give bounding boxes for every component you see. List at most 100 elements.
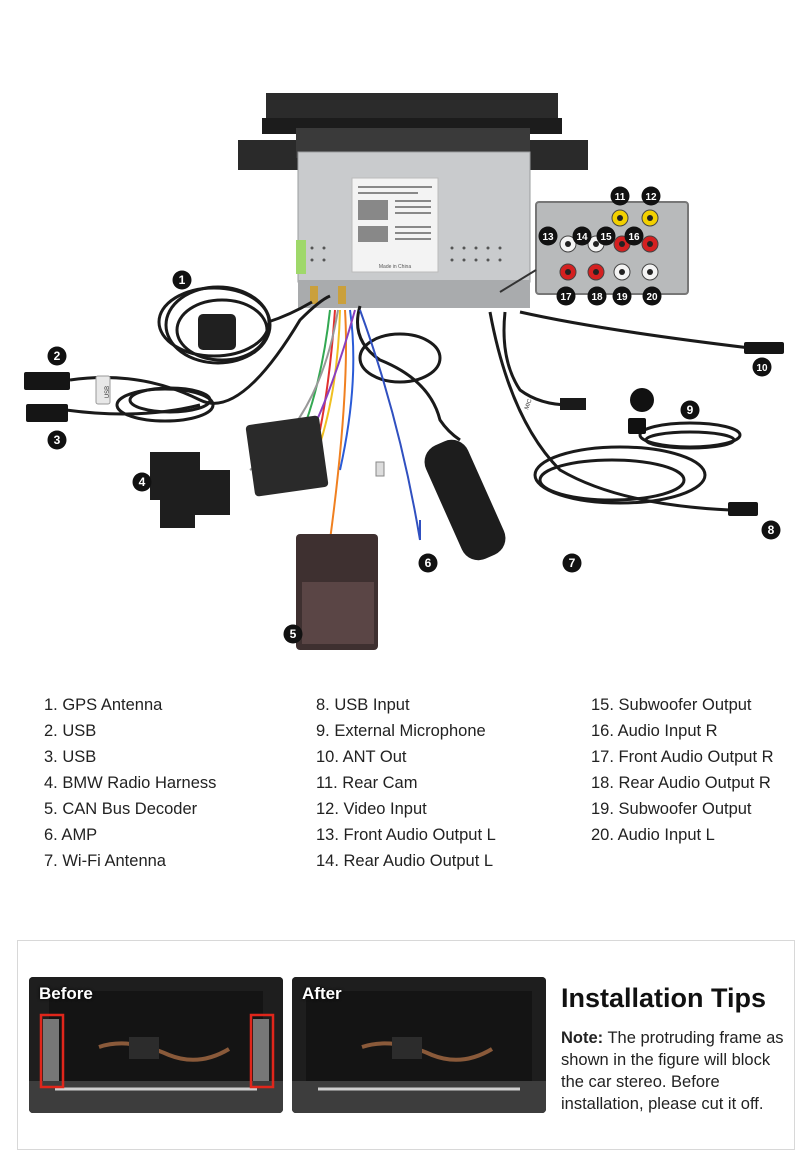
callout-number: 2	[54, 349, 61, 363]
tips-note: Note: The protruding frame as shown in t…	[561, 1027, 789, 1115]
callout-marker	[642, 286, 662, 306]
usb-plugs: USB	[24, 372, 111, 422]
rca-jack-center	[647, 269, 653, 275]
legend-item: 10. ANT Out	[316, 748, 407, 766]
tips-title: Installation Tips	[561, 983, 767, 1013]
rca-jacks	[559, 209, 659, 281]
legend-item: 6. AMP	[44, 826, 98, 844]
callout-marker	[587, 286, 607, 306]
callout-number: 5	[290, 627, 297, 641]
legend-item: 4. BMW Radio Harness	[44, 774, 217, 792]
callout-marker	[556, 286, 576, 306]
callout-marker	[283, 624, 303, 644]
bmw-radio-harness	[150, 415, 329, 528]
callout-marker	[612, 286, 632, 306]
legend-item: 3. USB	[44, 748, 97, 766]
callout-marker	[172, 270, 192, 290]
callout-number: 10	[756, 363, 768, 374]
callout-number: 11	[615, 192, 626, 203]
rca-jack-center	[565, 241, 571, 247]
rca-jack-center	[619, 269, 625, 275]
device-label: Made in China	[379, 264, 411, 270]
gps-antenna	[198, 314, 236, 350]
legend-item: 18. Rear Audio Output R	[591, 774, 771, 792]
callout-number: 20	[646, 292, 658, 303]
legend-item: 13. Front Audio Output L	[316, 826, 496, 844]
legend-item: 2. USB	[44, 722, 97, 740]
legend-item: 14. Rear Audio Output L	[316, 852, 494, 870]
legend-item: 12. Video Input	[316, 800, 427, 818]
legend-item: 19. Subwoofer Output	[591, 800, 752, 818]
callout-number: 17	[560, 292, 572, 303]
rca-jack-center	[593, 241, 599, 247]
callout-number: 13	[542, 232, 554, 243]
rca-jack-center	[619, 241, 625, 247]
callout-number: 1	[179, 273, 186, 287]
ant-out-plug	[744, 342, 784, 354]
wiring-diagram: Made in China	[24, 93, 784, 650]
legend-item: 5. CAN Bus Decoder	[44, 800, 198, 818]
note-label: Note:	[561, 1029, 604, 1047]
legend-column-2: 8. USB Input 9. External Microphone 10. AN…	[316, 692, 496, 874]
callout-number: 9	[687, 403, 694, 417]
legend-column-1: 1. GPS Antenna 2. USB 3. USB 4. BMW Radio H…	[44, 692, 216, 874]
callout-marker	[418, 553, 438, 573]
amp-wire	[375, 461, 421, 540]
head-unit: Made in China	[238, 93, 588, 308]
usb-input-plug	[728, 502, 758, 516]
callout-number: 8	[768, 523, 775, 537]
installation-tips-box: Before After Installation Tips Note: The…	[17, 940, 795, 1150]
legend-item: 8. USB Input	[316, 696, 410, 714]
callout-number: 12	[645, 192, 657, 203]
callout-number: 3	[54, 433, 61, 447]
callout-marker	[624, 226, 644, 246]
callout-number: 15	[600, 232, 612, 243]
legend-item: 17. Front Audio Output R	[591, 748, 774, 766]
usb-label: USB	[105, 386, 111, 398]
before-photo: Before	[29, 977, 283, 1113]
callout-number: 16	[628, 232, 640, 243]
can-bus-decoder	[296, 534, 378, 650]
callout-marker	[538, 226, 558, 246]
callout-marker	[47, 430, 67, 450]
legend-item: 15. Subwoofer Output	[591, 696, 752, 714]
note-text: The protruding frame as shown in the fig…	[561, 1029, 784, 1113]
microphone: MIC	[524, 388, 654, 434]
callout-number: 7	[569, 556, 576, 570]
legend-item: 11. Rear Cam	[316, 774, 418, 792]
callout-marker	[680, 400, 700, 420]
mic-label: MIC	[524, 398, 534, 411]
legend-item: 1. GPS Antenna	[44, 696, 163, 714]
callout-marker	[610, 186, 630, 206]
cables	[65, 285, 751, 512]
rca-jack-center	[565, 269, 571, 275]
callout-number: 18	[591, 292, 603, 303]
legend-item: 9. External Microphone	[316, 722, 486, 740]
callout-number: 6	[425, 556, 432, 570]
legend-item: 7. Wi-Fi Antenna	[44, 852, 166, 870]
callout-marker	[641, 186, 661, 206]
callout-number: 19	[616, 292, 628, 303]
legend-column-3: 15. Subwoofer Output 16. Audio Input R 17.…	[591, 692, 774, 848]
after-photo: After	[292, 977, 546, 1113]
callout-marker	[572, 226, 592, 246]
callout-number: 14	[576, 232, 588, 243]
rca-jack-center	[593, 269, 599, 275]
callout-marker	[761, 520, 781, 540]
rca-jack-center	[647, 241, 653, 247]
rca-jack-center	[617, 215, 623, 221]
callout-number: 4	[139, 475, 146, 489]
callout-marker	[596, 226, 616, 246]
rca-panel	[499, 201, 689, 295]
callout-marker	[47, 346, 67, 366]
legend-item: 16. Audio Input R	[591, 722, 718, 740]
after-label: After	[302, 984, 342, 1003]
legend-item: 20. Audio Input L	[591, 826, 715, 844]
rca-jack-center	[647, 215, 653, 221]
callout-marker	[562, 553, 582, 573]
wifi-antenna	[424, 439, 506, 561]
callout-marker	[132, 472, 152, 492]
before-label: Before	[39, 984, 93, 1003]
callout-marker	[752, 357, 772, 377]
